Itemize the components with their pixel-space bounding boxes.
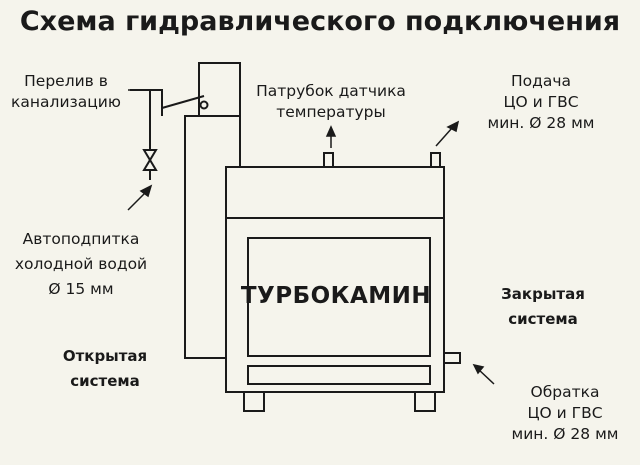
sensor-nozzle: [323, 152, 334, 168]
supply-nozzle: [430, 152, 441, 168]
open-system-label-line2: система: [70, 372, 140, 390]
makeup-valve-lower: [142, 158, 158, 171]
diagram-title: Схема гидравлического подключения: [19, 6, 621, 37]
makeup-label-line1: Автоподпитка: [22, 230, 140, 248]
supply-label-line1: Подача: [510, 72, 571, 90]
open-system-label: Открытая система: [50, 344, 160, 394]
open-system-pipe: [184, 115, 226, 359]
overflow-pipe: [130, 89, 163, 116]
boiler-window: [247, 237, 431, 357]
float-lever: [161, 95, 205, 109]
float-ball: [199, 100, 209, 110]
return-label-line1: Обратка: [530, 383, 600, 401]
closed-system-label-line2: система: [508, 310, 578, 328]
supply-arrow-head: [446, 120, 460, 133]
return-arrow-shaft: [477, 368, 495, 385]
makeup-label-line3: Ø 15 мм: [48, 280, 114, 298]
boiler-leg-left: [243, 391, 265, 412]
sensor-arrow-head: [325, 125, 337, 137]
return-label-line3: мин. Ø 28 мм: [511, 425, 619, 443]
makeup-valve: [142, 149, 158, 162]
overflow-label-line2: канализацию: [11, 93, 121, 111]
makeup-arrow-shaft: [127, 191, 147, 211]
closed-system-label-line1: Закрытая: [501, 285, 585, 303]
return-nozzle: [443, 352, 461, 364]
makeup-arrow-head: [139, 184, 153, 198]
supply-label: Подача ЦО и ГВС мин. Ø 28 мм: [466, 71, 616, 134]
closed-system-label: Закрытая система: [488, 282, 598, 332]
boiler-leg-right: [414, 391, 436, 412]
open-system-label-line1: Открытая: [62, 347, 148, 365]
supply-label-line3: мин. Ø 28 мм: [487, 114, 595, 132]
supply-label-line2: ЦО и ГВС: [503, 93, 579, 111]
makeup-label: Автоподпитка холодной водой Ø 15 мм: [6, 227, 156, 302]
sensor-label: Патрубок датчика температуры: [247, 81, 415, 123]
device-label: ТУРБОКАМИН: [240, 283, 432, 309]
sensor-label-line1: Патрубок датчика: [256, 82, 406, 100]
makeup-label-line2: холодной водой: [14, 255, 148, 273]
boiler-ash-drawer: [247, 365, 431, 385]
return-label-line2: ЦО и ГВС: [527, 404, 603, 422]
return-arrow-head: [472, 363, 485, 375]
overflow-label: Перелив в канализацию: [6, 71, 126, 113]
supply-arrow-shaft: [435, 127, 453, 147]
return-label: Обратка ЦО и ГВС мин. Ø 28 мм: [490, 382, 640, 445]
expansion-tank: [198, 62, 241, 117]
overflow-label-line1: Перелив в: [24, 72, 108, 90]
boiler-body: [225, 166, 445, 393]
sensor-label-line2: температуры: [276, 103, 386, 121]
